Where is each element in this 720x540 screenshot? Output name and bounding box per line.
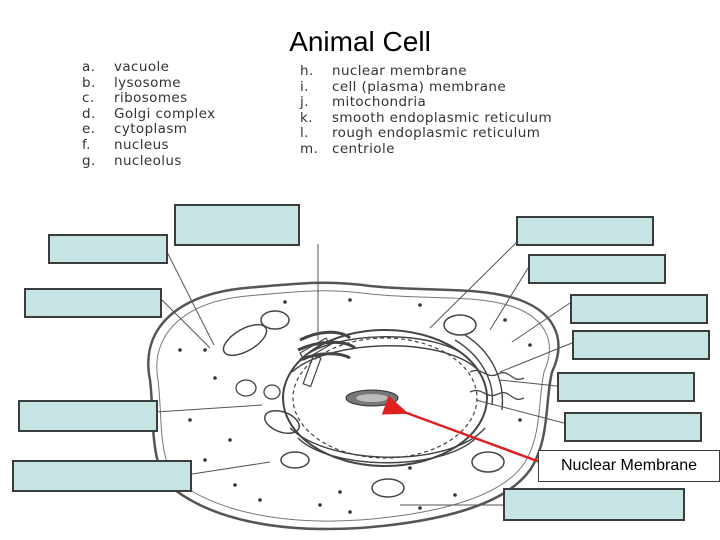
legend-right: h.nuclear membrane i.cell (plasma) membr… xyxy=(300,63,553,158)
label-box[interactable] xyxy=(528,254,666,284)
leader-lines xyxy=(155,242,573,506)
legend-left: a.vacuole b.lysosome c.ribosomes d.Golgi… xyxy=(82,59,216,169)
label-box[interactable] xyxy=(570,294,708,324)
label-box[interactable] xyxy=(503,488,685,521)
centriole xyxy=(299,337,331,388)
mitochondrion xyxy=(222,323,268,357)
legend-item: g.nucleolus xyxy=(82,152,182,169)
cell-membrane-inner xyxy=(156,290,550,522)
legend-item: m.centriole xyxy=(300,140,395,157)
nuclear-membrane-label-text: Nuclear Membrane xyxy=(560,457,698,474)
label-box[interactable] xyxy=(516,216,654,246)
smooth-er xyxy=(469,369,525,380)
cell-membrane xyxy=(147,281,560,531)
label-box[interactable] xyxy=(572,330,710,360)
rough-er xyxy=(464,334,504,411)
legend-item: a.vacuole xyxy=(82,59,170,75)
nuclear-membrane-arrow xyxy=(381,395,541,464)
legend-item: j.mitochondria xyxy=(300,94,427,111)
smooth-er xyxy=(469,389,525,400)
lysosome xyxy=(263,384,281,400)
legend-item: b.lysosome xyxy=(82,74,181,91)
mitochondrion xyxy=(471,451,505,473)
legend-item: h.nuclear membrane xyxy=(300,63,467,79)
mitochondrion xyxy=(443,314,477,336)
legend-item: f.nucleus xyxy=(82,136,169,153)
label-box[interactable] xyxy=(12,460,192,492)
mitochondrion xyxy=(263,410,301,434)
rough-er xyxy=(297,437,477,464)
rough-er xyxy=(291,345,481,373)
mitochondrion xyxy=(371,478,405,498)
label-box[interactable] xyxy=(18,400,158,432)
label-box[interactable] xyxy=(174,204,300,246)
ribosomes xyxy=(178,298,532,514)
golgi-complex xyxy=(299,330,351,342)
legend-item: l.rough endoplasmic reticulum xyxy=(300,125,541,142)
nuclear-envelope xyxy=(282,329,488,467)
rough-er xyxy=(299,336,471,361)
label-box[interactable] xyxy=(24,288,162,318)
nuclear-envelope-inner xyxy=(292,337,478,459)
page-title: Animal Cell xyxy=(289,26,431,57)
label-box[interactable] xyxy=(557,372,695,402)
legend-item: d.Golgi complex xyxy=(82,105,216,122)
rough-er xyxy=(289,427,486,458)
label-box[interactable] xyxy=(48,234,168,264)
mitochondrion xyxy=(280,451,310,469)
mitochondrion xyxy=(260,310,290,330)
rough-er xyxy=(454,339,494,406)
vacuole xyxy=(235,379,257,397)
legend-item: c.ribosomes xyxy=(82,90,188,107)
nuclear-membrane-label[interactable]: Nuclear Membrane xyxy=(538,450,720,482)
legend-item: i.cell (plasma) membrane xyxy=(300,78,507,95)
legend-item: e.cytoplasm xyxy=(82,121,188,138)
label-box[interactable] xyxy=(564,412,702,442)
legend-item: k.smooth endoplasmic reticulum xyxy=(300,109,553,126)
